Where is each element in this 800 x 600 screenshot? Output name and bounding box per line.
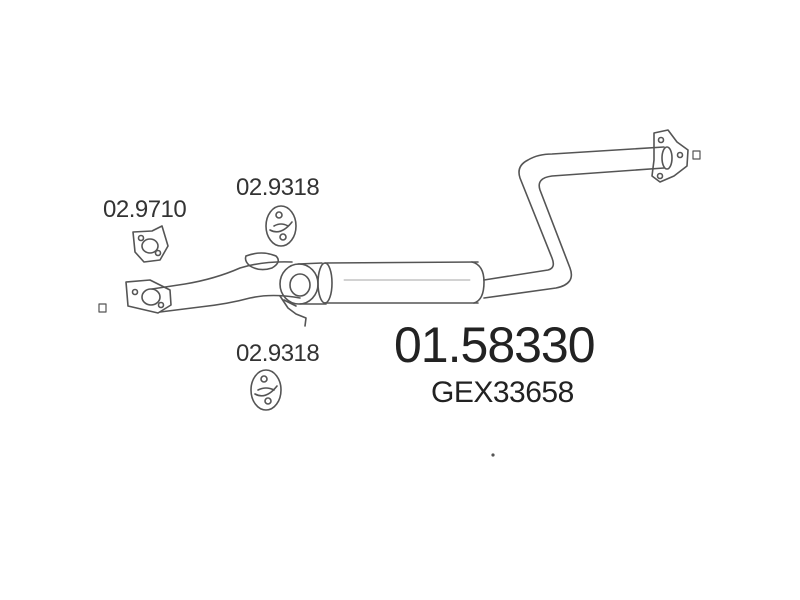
oem-reference-label: GEX33658 xyxy=(431,376,574,409)
hanger-part-number-label-top: 02.9318 xyxy=(236,174,320,201)
rubber-hanger-top-icon xyxy=(265,205,297,247)
pipe-hanger-bracket xyxy=(244,252,307,327)
inlet-flange xyxy=(125,279,172,314)
muffler-body xyxy=(279,261,485,305)
main-part-number-label: 01.58330 xyxy=(394,317,596,373)
inlet-pipe xyxy=(151,261,301,313)
hanger-part-number-label-bottom: 02.9318 xyxy=(236,340,320,367)
right-end-marker xyxy=(692,150,701,160)
outlet-flange xyxy=(651,129,689,183)
left-end-marker xyxy=(98,303,107,313)
rubber-hanger-bottom-icon xyxy=(250,369,282,411)
outlet-pipe xyxy=(483,146,665,299)
gasket-part-number-label: 02.9710 xyxy=(103,196,187,223)
gasket-part-icon xyxy=(132,225,169,263)
stray-dot xyxy=(491,453,495,457)
